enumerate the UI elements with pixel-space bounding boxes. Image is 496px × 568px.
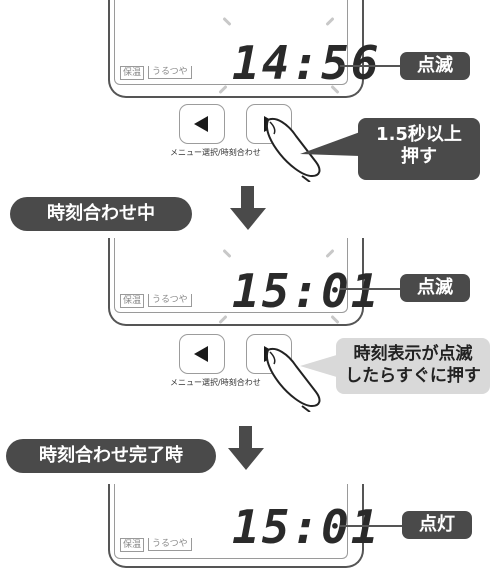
step-pill-1: 時刻合わせ中 xyxy=(10,197,192,231)
button-caption: メニュー選択/時刻合わせ xyxy=(170,148,261,157)
clock-display: 14:56 xyxy=(232,36,381,90)
instruction-callout-1: 1.5秒以上 押す xyxy=(358,118,480,180)
display-screen-2 xyxy=(114,238,348,313)
left-triangle-icon xyxy=(194,346,208,362)
uruotsuya-indicator: うるつや xyxy=(148,66,192,79)
instruction-callout-2: 時刻表示が点滅 したらすぐに押す xyxy=(336,338,490,394)
pressing-finger-icon xyxy=(266,118,321,182)
down-arrow-icon xyxy=(230,186,266,230)
prev-button[interactable] xyxy=(179,334,225,374)
pressing-finger-icon xyxy=(266,348,321,412)
status-label: 点滅 xyxy=(400,274,470,302)
status-label: 点灯 xyxy=(402,511,472,539)
status-label: 点滅 xyxy=(400,52,470,80)
callout-line: 押す xyxy=(401,146,437,167)
down-arrow-icon xyxy=(228,426,264,470)
prev-button[interactable] xyxy=(179,104,225,144)
label-leader xyxy=(340,525,402,527)
label-leader xyxy=(340,288,400,290)
callout-line: 1.5秒以上 xyxy=(376,124,462,145)
callout-line: したらすぐに押す xyxy=(345,366,481,386)
left-triangle-icon xyxy=(194,116,208,132)
clock-display: 15:01 xyxy=(232,264,381,318)
button-caption: メニュー選択/時刻合わせ xyxy=(170,378,261,387)
uruotsuya-indicator: うるつや xyxy=(148,538,192,551)
callout-line: 時刻表示が点滅 xyxy=(353,344,473,364)
clock-display: 15:01 xyxy=(232,500,381,554)
keep-warm-indicator: 保温 xyxy=(120,66,145,80)
step-pill-2: 時刻合わせ完了時 xyxy=(6,439,216,473)
display-screen-3 xyxy=(114,484,348,559)
callout-pointer xyxy=(300,132,360,156)
keep-warm-indicator: 保温 xyxy=(120,294,145,308)
keep-warm-indicator: 保温 xyxy=(120,538,145,552)
callout-pointer xyxy=(300,354,340,378)
display-screen-1 xyxy=(114,0,348,85)
uruotsuya-indicator: うるつや xyxy=(148,294,192,307)
label-leader xyxy=(340,65,400,67)
